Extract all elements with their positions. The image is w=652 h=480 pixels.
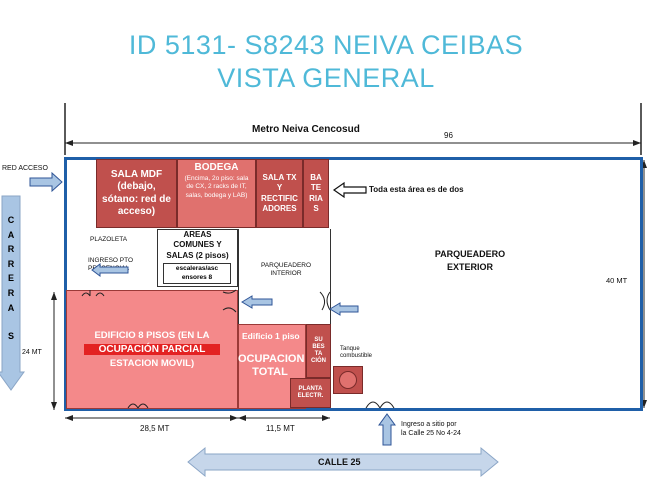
bottom-dimension-right: 11,5 MT: [266, 424, 295, 433]
bodega-title: BODEGA: [194, 162, 239, 173]
baterias: BA TE RIA S: [303, 159, 329, 228]
parqueadero-interior-area: [238, 229, 331, 324]
areas-comunes-label: AREAS COMUNES Y SALAS (2 pisos): [166, 230, 229, 260]
planta-electrica: PLANTA ELECTR.: [290, 378, 331, 408]
tanque-icon: [339, 371, 357, 389]
left-dimension: 24 MT: [22, 349, 42, 356]
ingreso-calle-label: Ingreso a sitio por la Calle 25 No 4-24: [401, 421, 461, 438]
sala-mdf: SALA MDF (debajo, sótano: red de acceso): [96, 159, 177, 228]
plazoleta-label: PLAZOLETA: [90, 236, 128, 243]
calle-label: CALLE 25: [318, 457, 361, 467]
parqueadero-exterior-label: PARQUEADERO EXTERIOR: [434, 249, 506, 272]
toda-area-label: Toda esta área es de dos: [369, 185, 464, 194]
edificio-1-label: Edificio 1 piso: [242, 331, 300, 341]
ocupacion-parcial-label: OCUPACIÓN PARCIAL: [84, 344, 220, 355]
sala-tx: SALA TX Y RECTIFIC ADORES: [256, 159, 303, 228]
estacion-movil-label: ESTACION MOVIL): [109, 358, 195, 369]
bodega: BODEGA (Encima, 2o piso: sala de CX, 2 r…: [177, 159, 256, 228]
areas-comunes: [157, 229, 238, 287]
tanque-label: Tanque combustible: [340, 346, 373, 360]
title-line-1: ID 5131- S8243 NEIVA CEIBAS: [128, 30, 524, 60]
carrera-label: C A R R E R A S: [7, 215, 15, 342]
tanque: [333, 366, 363, 394]
bottom-dimension-left: 28,5 MT: [140, 424, 170, 433]
title-line-2: VISTA GENERAL: [217, 63, 435, 93]
site-boundary: [64, 157, 643, 411]
subestacion: SU BES TA CIÓN: [306, 324, 331, 378]
escaleras: escaleras/asc ensores 8: [163, 263, 231, 284]
red-acceso-label: RED ACCESO: [2, 165, 48, 172]
ocupacion-total-label: OCUPACION TOTAL: [238, 353, 305, 379]
top-label: Metro Neiva Cencosud: [252, 124, 360, 135]
bodega-detail: (Encima, 2o piso: sala de CX, 2 racks de…: [184, 175, 249, 199]
edificio-8-line1: EDIFICIO 8 PISOS (EN LA: [94, 330, 210, 341]
ingreso-pto-label: INGRESO PTO PRESENCIAL: [88, 257, 134, 273]
parqueadero-interior-label: PARQUEADERO INTERIOR: [260, 262, 312, 278]
top-dimension: 96: [444, 131, 453, 140]
right-dimension: 40 MT: [606, 276, 628, 285]
